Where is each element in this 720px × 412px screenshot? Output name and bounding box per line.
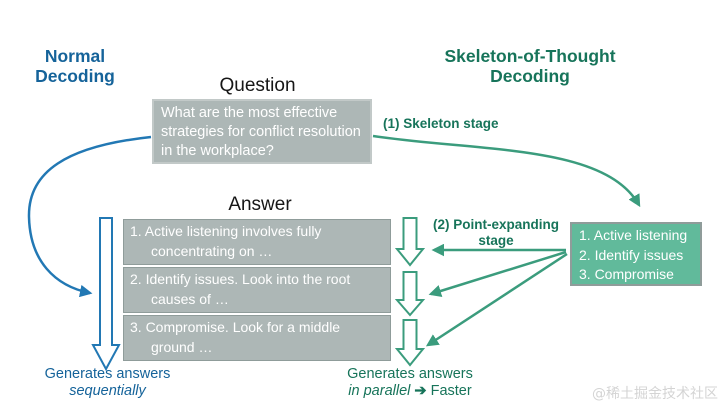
point-expanding-stage-line1: (2) Point-expanding [433,217,559,232]
skeleton-stage-label: (1) Skeleton stage [383,116,499,131]
point-expanding-arrow-3 [425,252,568,347]
parallel-caption-line1: Generates answers [347,366,473,382]
point-expanding-arrow-2 [428,250,567,297]
right-arrow-icon: ➔ [414,382,427,399]
answer-item-3: 3. Compromise. Look for a middle ground … [123,315,391,361]
point-expanding-stage-line2: stage [478,233,514,248]
skeleton-stage-curve-arrow [372,134,641,208]
answer-item-2: 2. Identify issues. Look into the root c… [123,267,391,313]
generates-parallel-caption: Generates answers in parallel ➔ Faster [326,366,494,399]
question-label: Question [219,75,296,96]
skeleton-item-1: 1. Active listening [579,227,688,243]
parallel-caption-italic: in parallel [348,382,411,399]
answer-item-1: 1. Active listening involves fully conce… [123,219,391,265]
sequential-caption-line2: sequentially [69,382,146,399]
normal-decoding-curve-arrow [27,135,152,298]
point-expanding-stage-label: (2) Point-expanding stage [422,217,570,249]
parallel-caption-rest: Faster [430,382,472,399]
skeleton-item-3: 3. Compromise [579,266,674,282]
skeleton-of-thought-title: Skeleton-of-Thought Decoding [444,46,616,86]
parallel-flow-arrow-1 [394,217,426,267]
question-box: What are the most effective strategies f… [152,99,372,164]
parallel-caption-line2: in parallel ➔ Faster [326,383,494,400]
question-text: What are the most effective strategies f… [161,105,361,159]
answer-label: Answer [228,194,292,215]
parallel-flow-arrow-3 [394,319,426,367]
sequential-flow-arrow [91,217,121,372]
parallel-flow-arrow-2 [394,271,426,317]
answer-box: 1. Active listening involves fully conce… [123,219,391,363]
sequential-caption-line1: Generates answers [44,366,171,382]
skeleton-box: 1. Active listening 2. Identify issues 3… [570,222,702,286]
skeleton-item-2: 2. Identify issues [579,246,684,263]
watermark: @稀土掘金技术社区 [592,386,718,402]
normal-decoding-title: Normal Decoding [35,46,115,86]
generates-sequentially-caption: Generates answers sequentially [35,366,180,399]
